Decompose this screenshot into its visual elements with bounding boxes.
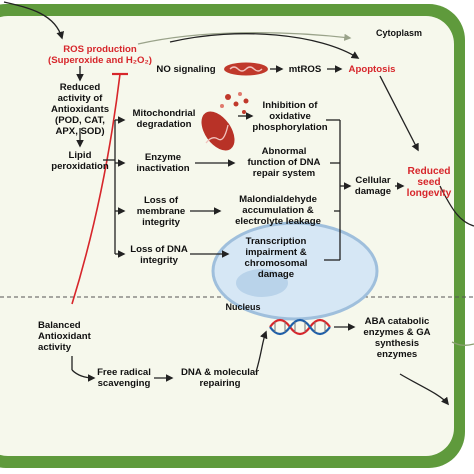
transcription-node: Transcription impairment & chromosomal d… <box>244 236 308 280</box>
abnormal-dna-repair-node: Abnormal function of DNA repair system <box>247 146 321 179</box>
mitochondrion-icon <box>224 62 268 76</box>
mtros-node: mtROS <box>288 64 322 75</box>
damaged-mitochondrion-icon <box>201 92 249 151</box>
incoming-curve-right <box>451 341 474 346</box>
arrow-apoptosis-longevity <box>379 75 419 152</box>
ros-to-apoptosis-curve <box>169 33 360 59</box>
no-signaling-node: NO signaling <box>156 64 216 75</box>
outgoing-curve-right <box>439 185 474 227</box>
mitochondrial-degradation-node: Mitochondrial degradation <box>132 108 196 130</box>
arrow-repair-nucleus <box>255 330 268 373</box>
dna-molecular-repairing-node: DNA & molecular repairing <box>180 367 259 389</box>
reduced-seed-longevity-node: Reduced seed longevity <box>406 166 452 199</box>
cellular-damage-node: Cellular damage <box>354 175 392 197</box>
apoptosis-node: Apoptosis <box>348 64 396 75</box>
enzyme-inactivation-node: Enzyme inactivation <box>136 152 190 174</box>
malondialdehyde-node: Malondialdehyde accumulation & electroly… <box>235 194 321 227</box>
dna-icon <box>269 318 331 336</box>
nucleus-label: Nucleus <box>225 302 261 312</box>
nucleolus <box>236 269 288 297</box>
arrow-aba-out <box>399 373 449 406</box>
lipid-peroxidation-node: Lipid peroxidation <box>51 150 109 172</box>
dna-integrity-node: Loss of DNA integrity <box>130 244 188 266</box>
membrane-integrity-node: Loss of membrane integrity <box>136 195 186 228</box>
reduced-antioxidants-node: Reduced activity of Antioxidants (POD, C… <box>50 82 110 137</box>
inhibition-oxphos-node: Inhibition of oxidative phosphorylation <box>252 100 328 133</box>
free-radical-scavenging-node: Free radical scavenging <box>97 367 151 389</box>
incoming-curve <box>3 1 64 40</box>
arrow-to-free-radical <box>71 369 96 382</box>
inhibition-line <box>71 72 128 305</box>
balanced-antioxidant-node: Balanced Antioxidant activity <box>38 320 91 353</box>
aba-ga-enzymes-node: ABA catabolic enzymes & GA synthesis enz… <box>363 316 431 360</box>
cytoplasm-label: Cytoplasm <box>376 28 423 38</box>
ros-production-node: ROS production (Superoxide and H₂O₂) <box>48 44 152 66</box>
grey-curve-top <box>137 32 352 45</box>
